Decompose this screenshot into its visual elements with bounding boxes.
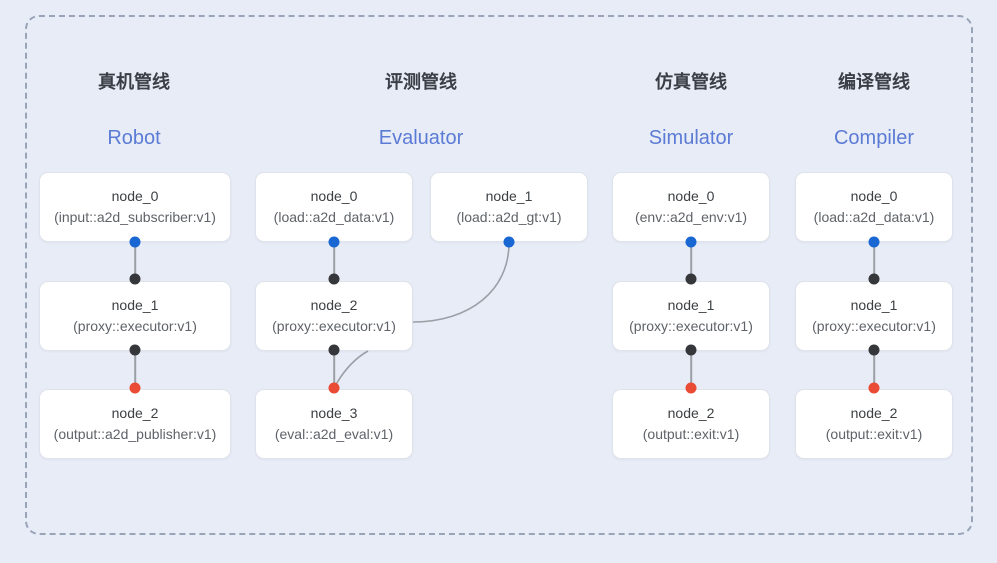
node-type: (proxy::executor:v1) — [272, 318, 396, 334]
connector-edge — [873, 242, 875, 281]
port-dot[interactable] — [685, 273, 697, 285]
port-dot[interactable] — [328, 273, 340, 285]
column-title-simulator: 仿真管线 — [655, 72, 727, 92]
node-name: node_2 — [850, 405, 898, 421]
node-type: (input::a2d_subscriber:v1) — [54, 209, 216, 225]
node-box[interactable]: node_0(input::a2d_subscriber:v1) — [39, 172, 231, 242]
node-type: (output::exit:v1) — [825, 426, 923, 442]
column-subtitle-simulator: Simulator — [648, 127, 734, 149]
node-type: (env::a2d_env:v1) — [634, 209, 748, 225]
node-box[interactable]: node_1(proxy::executor:v1) — [612, 281, 770, 351]
port-dot[interactable] — [129, 273, 141, 285]
column-title-evaluator: 评测管线 — [385, 72, 457, 92]
node-name: node_0 — [850, 188, 898, 204]
node-name: node_1 — [485, 188, 533, 204]
port-dot[interactable] — [129, 344, 141, 356]
node-type: (output::a2d_publisher:v1) — [53, 426, 217, 442]
node-box[interactable]: node_0(load::a2d_data:v1) — [255, 172, 413, 242]
node-type: (load::a2d_gt:v1) — [456, 209, 562, 225]
column-subtitle-robot: Robot — [107, 127, 161, 149]
node-box[interactable]: node_0(env::a2d_env:v1) — [612, 172, 770, 242]
output-port-dot[interactable] — [328, 236, 340, 248]
node-type: (proxy::executor:v1) — [73, 318, 197, 334]
node-box[interactable]: node_1(load::a2d_gt:v1) — [430, 172, 588, 242]
node-box[interactable]: node_3(eval::a2d_eval:v1) — [255, 389, 413, 459]
node-name: node_2 — [310, 297, 358, 313]
output-port-dot[interactable] — [503, 236, 515, 248]
port-dot[interactable] — [868, 344, 880, 356]
node-name: node_2 — [667, 405, 715, 421]
node-type: (proxy::executor:v1) — [812, 318, 936, 334]
column-title-compiler: 编译管线 — [838, 72, 910, 92]
node-type: (load::a2d_data:v1) — [813, 209, 935, 225]
node-type: (output::exit:v1) — [642, 426, 740, 442]
port-dot[interactable] — [328, 344, 340, 356]
node-box[interactable]: node_2(proxy::executor:v1) — [255, 281, 413, 351]
node-name: node_0 — [310, 188, 358, 204]
port-dot[interactable] — [868, 273, 880, 285]
port-dot[interactable] — [685, 344, 697, 356]
input-port-dot[interactable] — [685, 382, 697, 394]
node-name: node_3 — [310, 405, 358, 421]
node-name: node_1 — [850, 297, 898, 313]
connector-edge — [134, 242, 136, 281]
node-box[interactable]: node_1(proxy::executor:v1) — [795, 281, 953, 351]
node-box[interactable]: node_0(load::a2d_data:v1) — [795, 172, 953, 242]
connector-edge — [690, 351, 692, 389]
connector-edge — [333, 242, 335, 281]
column-subtitle-evaluator: Evaluator — [378, 127, 464, 149]
node-name: node_1 — [111, 297, 159, 313]
node-type: (eval::a2d_eval:v1) — [274, 426, 394, 442]
input-port-dot[interactable] — [129, 382, 141, 394]
node-name: node_2 — [111, 405, 159, 421]
node-name: node_1 — [667, 297, 715, 313]
output-port-dot[interactable] — [868, 236, 880, 248]
diagram-dashed-frame — [25, 15, 973, 535]
column-title-robot: 真机管线 — [98, 72, 170, 92]
input-port-dot[interactable] — [868, 382, 880, 394]
node-box[interactable]: node_2(output::a2d_publisher:v1) — [39, 389, 231, 459]
connector-edge — [690, 242, 692, 281]
node-box[interactable]: node_2(output::exit:v1) — [612, 389, 770, 459]
connector-edge — [134, 351, 136, 389]
input-port-dot[interactable] — [328, 382, 340, 394]
node-name: node_0 — [111, 188, 159, 204]
node-type: (proxy::executor:v1) — [629, 318, 753, 334]
node-box[interactable]: node_2(output::exit:v1) — [795, 389, 953, 459]
output-port-dot[interactable] — [685, 236, 697, 248]
node-type: (load::a2d_data:v1) — [273, 209, 395, 225]
connector-edge — [873, 351, 875, 389]
column-subtitle-compiler: Compiler — [833, 127, 915, 149]
node-name: node_0 — [667, 188, 715, 204]
output-port-dot[interactable] — [129, 236, 141, 248]
node-box[interactable]: node_1(proxy::executor:v1) — [39, 281, 231, 351]
